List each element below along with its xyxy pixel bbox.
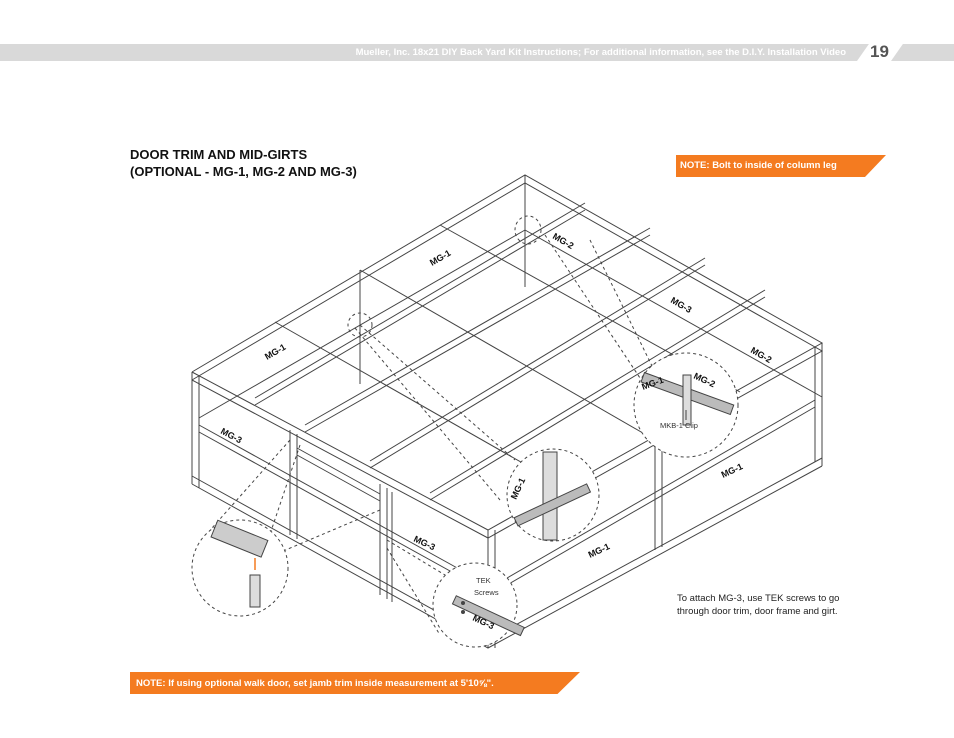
- instruction-line-1: To attach MG-3, use TEK screws to go: [677, 593, 840, 604]
- page-number: 19: [870, 42, 889, 61]
- frame-mid-girts: [198, 229, 823, 593]
- mg3-attach-instruction: To attach MG-3, use TEK screws to go thr…: [677, 592, 877, 618]
- tek-screw-icon: [461, 601, 465, 605]
- label-screws: Screws: [474, 588, 499, 597]
- label-mg2-top: MG-2: [551, 231, 575, 251]
- label-mg1-top: MG-1: [428, 248, 452, 268]
- label-tek: TEK: [476, 576, 491, 585]
- detail-circle-tek-screws: [432, 562, 525, 648]
- tek-screw-icon: [461, 610, 465, 614]
- header-bar: [0, 44, 954, 61]
- label-mg1-front: MG-1: [587, 541, 612, 560]
- note-walk-door: NOTE: If using optional walk door, set j…: [130, 672, 580, 694]
- label-mg2-right: MG-2: [749, 345, 773, 365]
- label-mkb1-clip: MKB-1 Clip: [660, 421, 698, 430]
- note-bolt-inside-text: NOTE: Bolt to inside of column leg: [680, 160, 837, 171]
- note-walk-door-text: NOTE: If using optional walk door, set j…: [136, 678, 494, 689]
- instruction-line-2: through door trim, door frame and girt.: [677, 606, 838, 617]
- detail-circle-mg1: [506, 448, 600, 542]
- detail-circle-mg1-mg2: [633, 352, 739, 458]
- label-mg3-right: MG-3: [669, 295, 693, 315]
- section-title: DOOR TRIM AND MID-GIRTS (OPTIONAL - MG-1…: [130, 146, 357, 180]
- frame-top-perimeter: [191, 174, 824, 539]
- label-mg1-left: MG-1: [263, 342, 287, 362]
- note-bolt-inside: NOTE: Bolt to inside of column leg: [676, 155, 886, 177]
- section-title-line-1: DOOR TRIM AND MID-GIRTS: [130, 147, 308, 162]
- label-mg1-front-right: MG-1: [720, 461, 745, 480]
- detail-circle-door-trim: [191, 519, 289, 617]
- callout-lines: [211, 215, 656, 636]
- section-title-line-2: (OPTIONAL - MG-1, MG-2 AND MG-3): [130, 164, 357, 179]
- door-opening: [296, 447, 381, 502]
- header-text: Mueller, Inc. 18x21 DIY Back Yard Kit In…: [355, 47, 846, 58]
